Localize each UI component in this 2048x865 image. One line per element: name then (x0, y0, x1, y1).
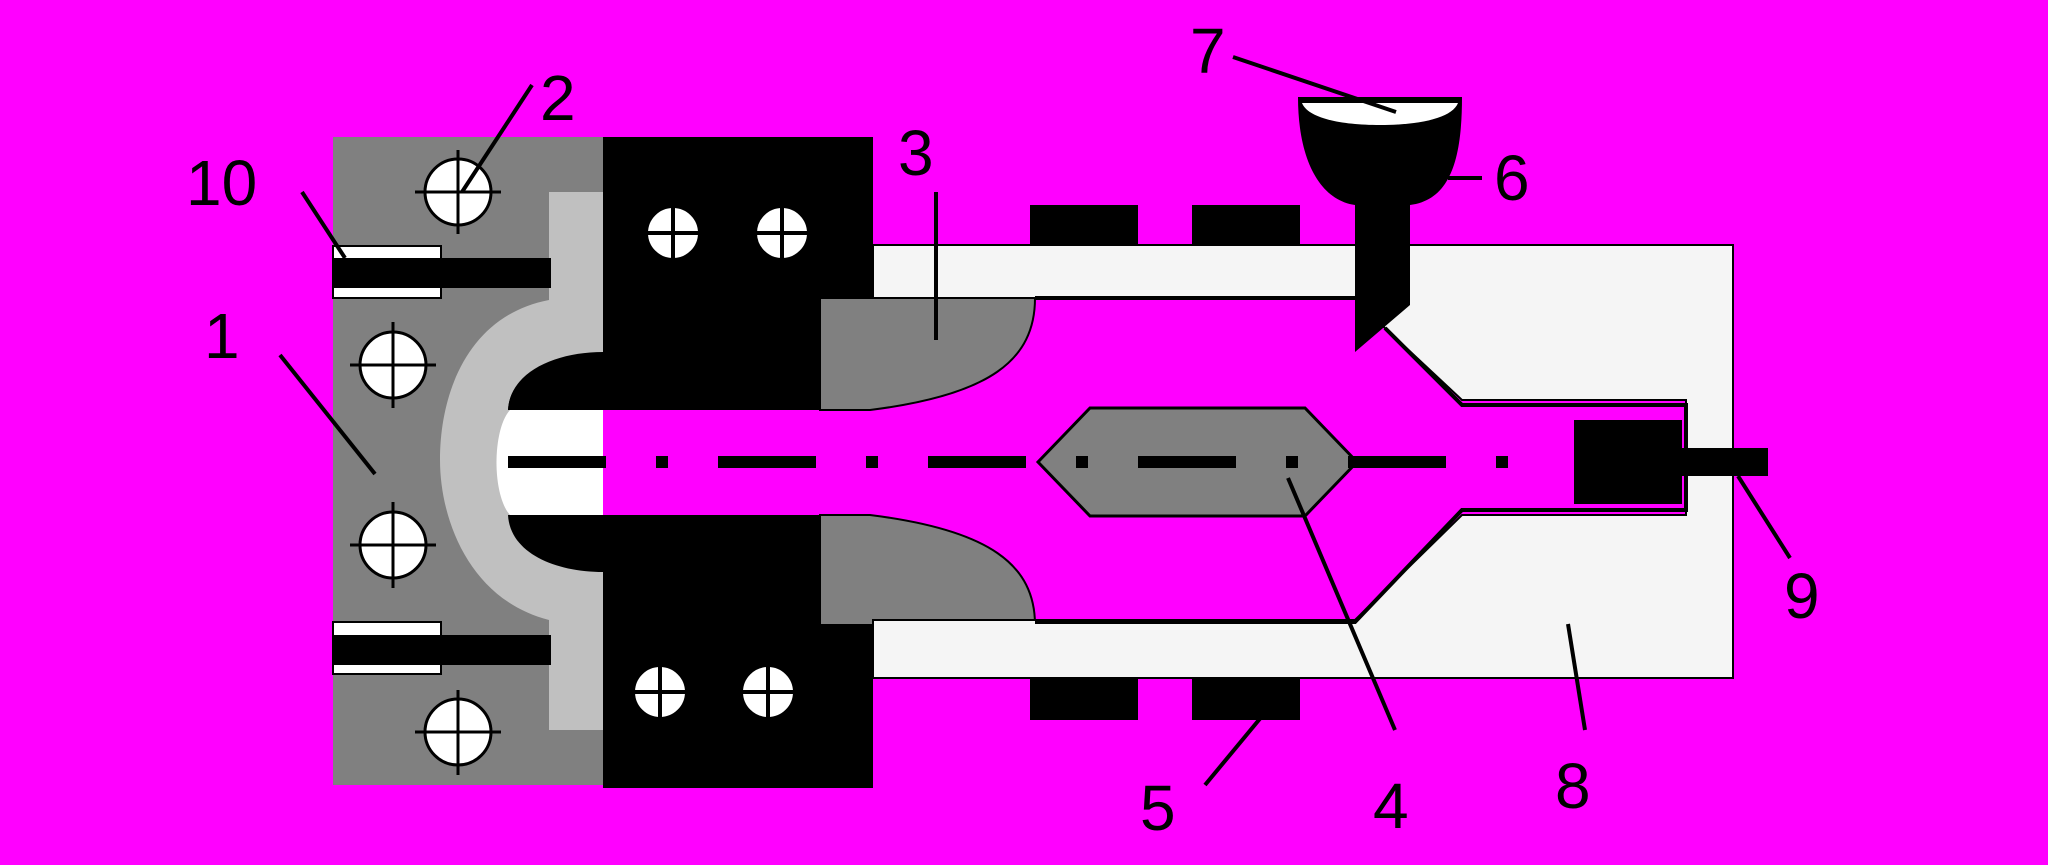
flange-upper-lip (508, 352, 603, 410)
label-4: 4 (1373, 770, 1409, 842)
drive-coupling (1574, 420, 1682, 504)
flange-upper-step (603, 352, 820, 410)
drive-shaft (1682, 448, 1768, 476)
label-1: 1 (204, 300, 240, 372)
leader-lines (278, 55, 1792, 787)
adapter-upper (819, 297, 1037, 411)
flange-lower-step (603, 515, 820, 572)
heater-band-1-bottom (1030, 678, 1138, 720)
label-9: 9 (1784, 560, 1820, 632)
heater-band-1-top (1030, 205, 1138, 245)
label-7: 7 (1190, 15, 1226, 87)
rod-upper-black (333, 258, 551, 288)
hopper-material (1302, 103, 1458, 125)
bolt-head-icon (631, 204, 811, 721)
heater-band-2-top (1192, 205, 1300, 245)
flange-lower-lip (508, 515, 603, 572)
label-6: 6 (1494, 142, 1530, 214)
label-3: 3 (898, 117, 934, 189)
label-10: 10 (186, 147, 257, 219)
heater-band-2-bottom (1192, 678, 1300, 720)
barrel-inner-edge (1035, 296, 1688, 624)
hopper (1298, 97, 1462, 352)
label-2: 2 (540, 62, 576, 134)
label-5: 5 (1140, 772, 1176, 844)
label-8: 8 (1555, 750, 1591, 822)
rod-lower-black (333, 635, 551, 665)
